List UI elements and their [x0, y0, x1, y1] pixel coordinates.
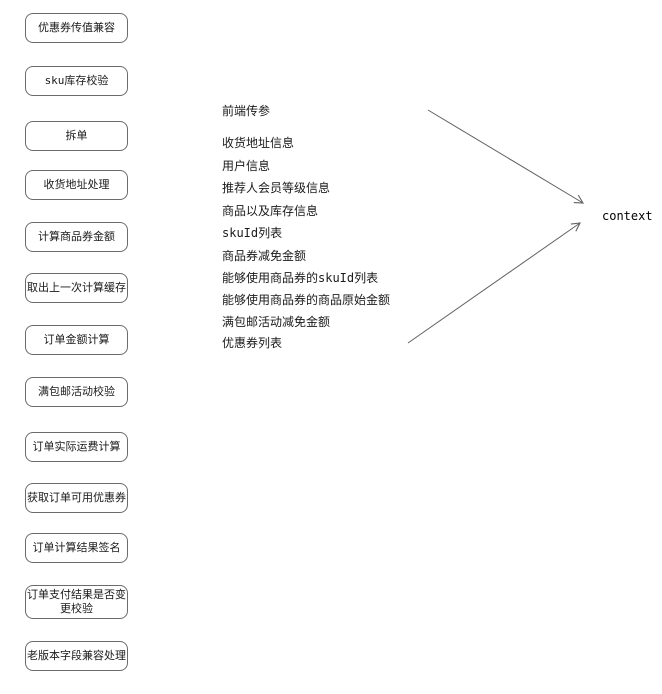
step-box: 订单支付结果是否变更校验	[25, 585, 128, 619]
step-box: 收货地址处理	[25, 170, 128, 200]
context-input-label: 能够使用商品券的skuId列表	[222, 271, 379, 285]
context-input-label: skuId列表	[222, 226, 283, 240]
arrow-inputs-to-context	[407, 222, 581, 344]
context-input-label: 推荐人会员等级信息	[222, 181, 331, 195]
context-input-label: 用户信息	[222, 159, 271, 173]
step-box: 订单计算结果签名	[25, 533, 128, 563]
step-box-label: 订单支付结果是否变更校验	[27, 588, 126, 615]
step-box: 取出上一次计算缓存	[25, 273, 128, 303]
step-box-label: 订单计算结果签名	[32, 541, 121, 554]
arrow-frontend-to-context	[427, 109, 584, 204]
step-box-label: 订单金额计算	[43, 333, 110, 346]
step-box: 优惠券传值兼容	[25, 13, 128, 43]
step-box-label: 计算商品券金额	[38, 230, 115, 243]
context-input-label: 能够使用商品券的商品原始金额	[222, 293, 391, 307]
step-box: sku库存校验	[25, 66, 128, 96]
step-box-label: 拆单	[65, 129, 88, 142]
context-input-label: 商品以及库存信息	[222, 204, 319, 218]
context-input-label: 前端传参	[222, 104, 271, 118]
step-box: 订单实际运费计算	[25, 432, 128, 462]
step-box-label: 优惠券传值兼容	[38, 21, 115, 34]
context-node: context	[602, 209, 653, 223]
context-input-label: 优惠券列表	[222, 336, 283, 350]
step-box: 满包邮活动校验	[25, 377, 128, 407]
step-box-label: 老版本字段兼容处理	[27, 649, 126, 662]
step-box-label: 收货地址处理	[43, 178, 110, 191]
context-input-label: 满包邮活动减免金额	[222, 315, 331, 329]
context-input-label: 商品券减免金额	[222, 249, 307, 263]
context-input-label: 收货地址信息	[222, 136, 295, 150]
step-box-label: 获取订单可用优惠券	[27, 491, 126, 504]
step-box: 获取订单可用优惠券	[25, 483, 128, 513]
step-box: 订单金额计算	[25, 325, 128, 355]
step-box: 拆单	[25, 121, 128, 151]
step-box-label: 满包邮活动校验	[38, 385, 115, 398]
step-box-label: 取出上一次计算缓存	[27, 281, 126, 294]
step-box-label: 订单实际运费计算	[32, 440, 121, 453]
step-box: 计算商品券金额	[25, 222, 128, 252]
step-box: 老版本字段兼容处理	[25, 641, 128, 671]
step-box-label: sku库存校验	[44, 74, 109, 87]
